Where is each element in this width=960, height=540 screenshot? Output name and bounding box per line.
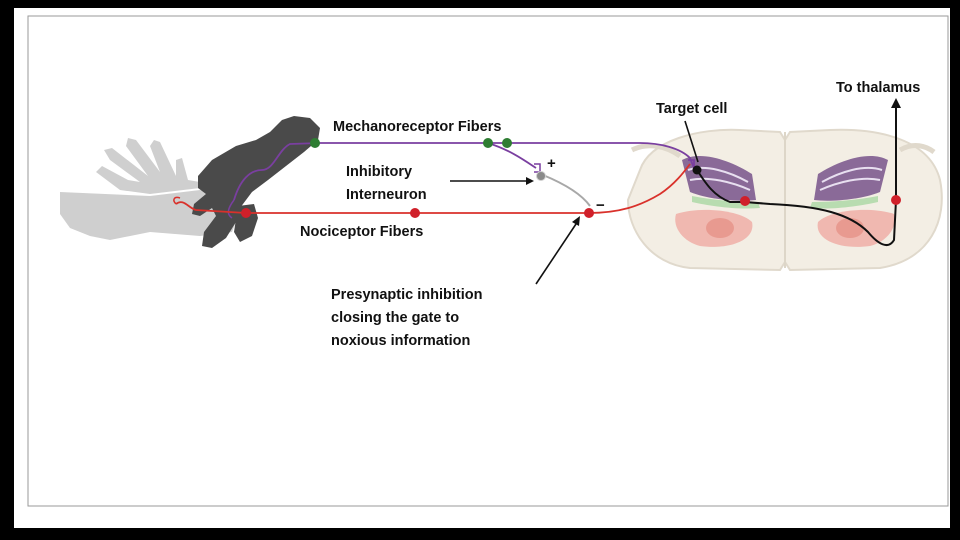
mechano-terminal-left [227,199,235,219]
mechano-node-3 [502,138,512,148]
nociceptor-terminal [173,196,181,205]
presynaptic-label-1: Presynaptic inhibition [331,287,482,303]
presynaptic-label-3: noxious information [331,333,470,349]
slide-border [27,15,949,507]
plus-sign: + [547,155,556,172]
minus-sign: − [596,197,605,214]
inhibitory-interneuron-axon [542,174,591,207]
inhibitory-label-2: Interneuron [346,187,427,203]
target-cell-node [692,165,702,175]
projection-node-2 [891,195,901,205]
mechanoreceptor-fiber [233,142,695,201]
nociceptor-node-1 [241,208,251,218]
arrow-pointer [450,120,699,285]
mechano-fiber-label: Mechanoreceptor Fibers [333,119,501,135]
to-thalamus-label: To thalamus [836,80,920,96]
mechano-node-1 [310,138,320,148]
projection-node-1 [740,196,750,206]
thalamus-arrowhead [891,98,901,108]
nociceptor-node-2 [410,208,420,218]
target-cell-label: Target cell [656,101,727,117]
inhibitory-label-1: Inhibitory [346,164,412,180]
presynaptic-label-2: closing the gate to [331,310,459,326]
nociceptor-fiber [175,163,691,214]
nociceptor-fiber-label: Nociceptor Fibers [300,224,423,240]
spinal-cord-cross-section [626,128,943,272]
mechano-branch [487,142,537,169]
mechano-node-2 [483,138,493,148]
nociceptor-node-3 [584,208,594,218]
interneuron-soma [536,171,546,181]
mechano-synapse-bracket [534,163,541,173]
projection-neuron [696,104,897,247]
